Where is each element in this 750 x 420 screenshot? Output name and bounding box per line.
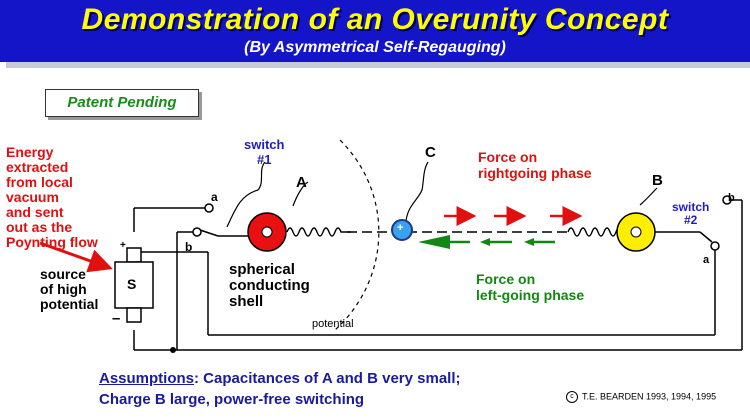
switch2-label: switch #2 [672,201,709,227]
node-c-leader [405,161,429,222]
switch1-leader [226,161,266,228]
energy-note-line: and sent [6,204,64,220]
source-bottom-cap [126,307,142,323]
force-right-label: Force on rightgoing phase [478,149,592,181]
patent-label: Patent Pending [67,94,177,111]
energy-note-line: out as the [6,219,73,235]
switch2-terminal-a [710,241,720,251]
switch2-number: #2 [683,213,698,227]
energy-note-line: Poynting flow [6,234,98,250]
ball-b-core [630,226,642,238]
source-s [114,247,154,323]
junction-dot [170,347,176,353]
switch1-blade [199,229,219,237]
copyright: c T.E. BEARDEN 1993, 1994, 1995 [566,391,716,403]
shell-label-line: spherical [229,261,295,278]
source-minus-sign: – [112,310,121,327]
source-top-cap [126,247,142,263]
switch1-title: switch [244,137,285,152]
copyright-mark: c [566,391,578,403]
patent-badge: Patent Pending [45,89,199,117]
force-right-line: Force on [478,149,538,165]
node-b-leader [639,187,658,206]
energy-note-line: vacuum [6,189,59,205]
circuit-wires [133,199,743,351]
green-arrow-icon [480,238,490,246]
ball-c [391,219,413,241]
footer-line1: Assumptions: Capacitances of A and B ver… [99,370,461,387]
title-banner-shadow [6,62,750,68]
coil-a-icon [286,227,351,237]
node-a-label: A [296,174,307,191]
switch2-blade [699,231,713,243]
source-plus-sign: + [120,240,126,251]
copyright-text: T.E. BEARDEN 1993, 1994, 1995 [582,391,717,402]
switch2-title: switch [672,200,710,214]
source-label-line: source [40,266,86,282]
ball-a-core [261,226,273,238]
switch1-a-label: a [211,190,218,204]
switch1 [192,203,249,237]
switch1-label: switch #1 [244,137,284,167]
source-label: source of high potential [40,267,98,312]
switch2-a-label: a [703,254,710,266]
title-banner [0,0,750,62]
force-right-line: rightgoing phase [478,165,592,181]
energy-note-line: Energy [6,144,54,160]
source-label-line: of high [40,281,87,297]
switch1-number: #1 [257,152,272,167]
node-c-sign: + [397,222,404,234]
switch2 [655,195,732,251]
force-left-label: Force on left-going phase [476,271,584,303]
assumptions-rest: : Capacitances of A and B very small; [194,370,461,387]
node-b-label: B [652,172,663,189]
source-box-label: S [127,276,137,292]
green-arrow-icon [524,238,534,246]
energy-note-line: extracted [6,159,69,175]
switch1-b-label: b [185,240,193,254]
force-left-line: Force on [476,271,536,287]
shell-label: spherical conducting shell [229,262,310,310]
energy-note-line: from local [6,174,73,190]
force-left-line: left-going phase [476,287,585,303]
switch2-b-label: b [728,192,735,204]
node-c-label: C [425,144,436,161]
potential-label: potential [312,318,354,330]
page-subtitle: (By Asymmetrical Self-Regauging) [244,39,506,56]
shell-label-line: shell [229,293,264,310]
source-body [114,261,154,309]
potential-arc [334,139,380,331]
switch1-terminal-a [204,203,214,213]
shell-label-line: conducting [229,277,310,294]
node-a-leader [292,181,309,207]
page-title: Demonstration of an Overunity Concept [81,3,669,36]
source-label-line: potential [40,296,99,312]
energy-note: Energy extracted from local vacuum and s… [6,145,98,250]
switch2-terminal-b [722,195,732,205]
green-arrow-icon [418,235,450,249]
assumptions-word: Assumptions [99,370,195,387]
switch1-terminal-b [192,227,202,237]
footer-line2: Charge B large, power-free switching [99,391,365,408]
energy-arrow-icon [39,241,113,273]
